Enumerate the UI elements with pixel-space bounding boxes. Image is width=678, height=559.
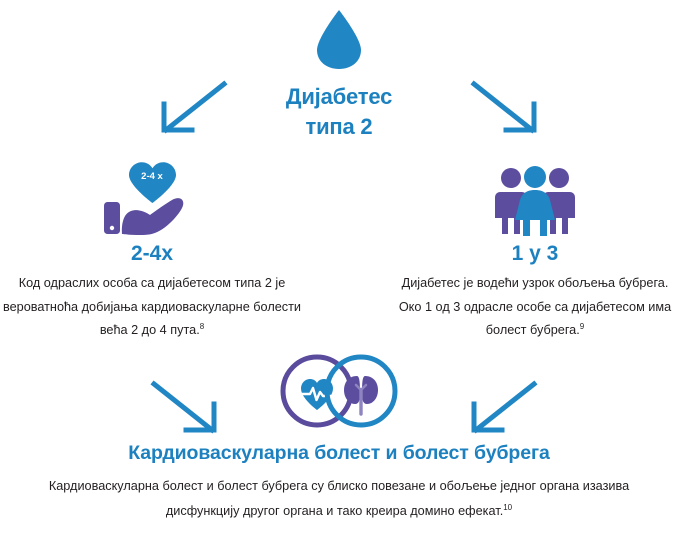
stat-1-in-3: 1 у 3 (511, 242, 559, 265)
bottom-node-text: Кардиоваскуларна болест и болест бубрега… (48, 479, 630, 519)
node-right-icon-wrap (392, 158, 678, 236)
right-node-footnote: 9 (579, 321, 585, 331)
blood-drop-icon (317, 10, 361, 69)
three-people-icon (495, 166, 575, 236)
page-title: Дијабетес типа 2 (239, 82, 439, 141)
page-title-line2: типа 2 (305, 113, 373, 139)
arrow-top-left-icon (161, 80, 228, 134)
left-node-text: Код одраслих особа са дијабетесом типа 2… (2, 276, 302, 338)
stat-2-4x: 2-4x (130, 242, 174, 265)
node-kidney-disease-risk: 1 у 3 Дијабетес је водећи узрок обољења … (392, 158, 678, 343)
bottom-node-title: Кардиоваскуларна болест и болест бубрега (128, 442, 550, 464)
venn-heart-kidney-icon (280, 354, 398, 428)
arrow-top-right-icon (470, 80, 537, 134)
node-cardiovascular-risk: 2-4 x 2-4x Код одраслих особа са дијабет… (2, 158, 302, 343)
node-cvd-and-kidney-disease: Кардиоваскуларна болест и болест бубрега… (39, 352, 639, 524)
left-node-footnote: 8 (199, 321, 205, 331)
node-left-icon-wrap: 2-4 x (2, 158, 302, 236)
heart-ecg-circle-icon (280, 354, 354, 428)
kidneys-circle-icon (324, 354, 398, 428)
arrow-bottom-left-icon (150, 380, 217, 434)
left-node-description: Код одраслих особа са дијабетесом типа 2… (2, 272, 302, 343)
bottom-node-description: Кардиоваскуларна болест и болест бубрега… (39, 474, 639, 524)
bottom-node-footnote: 10 (503, 502, 513, 512)
right-node-description: Дијабетес је водећи узрок обољења бубрег… (392, 272, 678, 343)
arrow-bottom-right-icon (471, 380, 538, 434)
heart-in-hand-icon: 2-4 x (104, 162, 184, 236)
right-node-text: Дијабетес је водећи узрок обољења бубрег… (398, 276, 672, 338)
heart-badge-label: 2-4 x (141, 171, 163, 182)
page-title-line1: Дијабетес (285, 84, 393, 109)
node-diabetes-type2: Дијабетес типа 2 (239, 8, 439, 141)
